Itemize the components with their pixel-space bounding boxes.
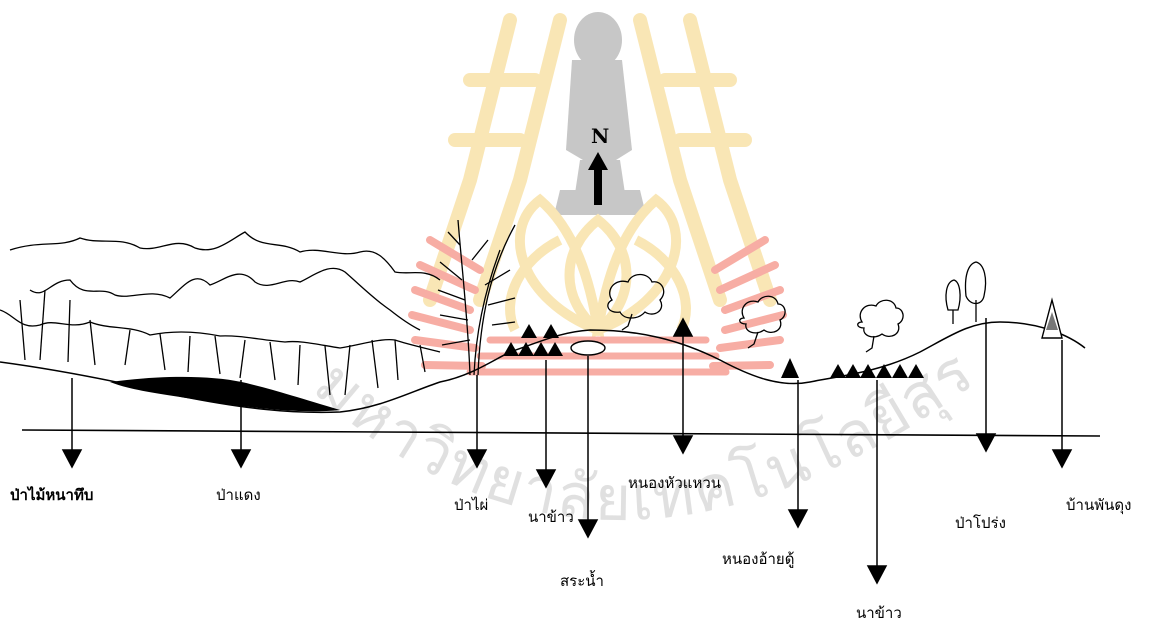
ground-baseline	[22, 430, 1100, 436]
arrow-rice-2	[868, 566, 886, 583]
label-swamp-huawaen: หนองหัวแหวน	[628, 474, 721, 492]
label-rice-field-1: นาข้าว	[528, 508, 574, 526]
arrow-dense-forest	[63, 450, 81, 467]
label-bamboo-forest: ป่าไผ่	[454, 496, 488, 514]
village-hut-icon	[1042, 300, 1062, 338]
label-pond: สระน้ำ	[560, 570, 604, 590]
label-village: บ้านพันดุง	[1066, 496, 1131, 515]
label-open-forest: ป่าโปร่ง	[955, 514, 1006, 532]
arrow-village	[1053, 450, 1071, 467]
arrow-deciduous-forest	[232, 450, 250, 467]
label-swamp-aiyadu: หนองอ้ายดู้	[722, 550, 794, 568]
open-forest-trees-icon	[946, 262, 986, 324]
dense-forest-shade	[110, 377, 340, 411]
north-label: N	[591, 124, 609, 148]
tree-icon-3	[858, 300, 903, 352]
label-dense-forest: ป่าไม้หนาทึบ	[10, 485, 93, 504]
arrow-swamp-huawaen-down	[674, 436, 692, 453]
pond-icon	[571, 341, 605, 355]
label-rice-field-2: นาข้าว	[856, 604, 902, 622]
arrow-swamp-aiyadu	[789, 510, 807, 527]
label-deciduous-forest: ป่าแดง	[216, 486, 261, 504]
arrow-open-forest	[977, 434, 995, 451]
